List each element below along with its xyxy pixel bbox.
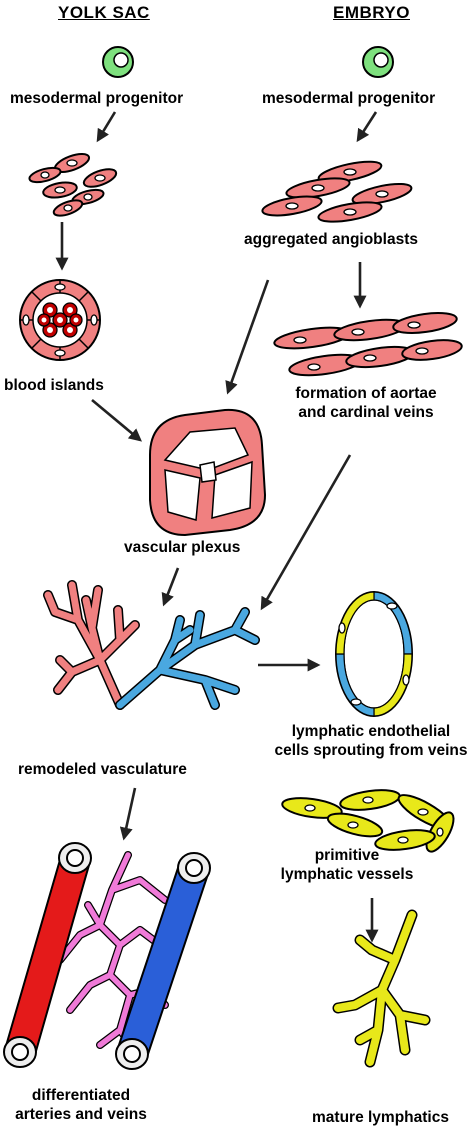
mature-lymphatic-tree — [332, 909, 431, 1068]
primitive-label-line1: primitive — [314, 847, 380, 864]
arrow-aortae-to-remodeled — [260, 454, 352, 611]
differentiated-label-line2: arteries and veins — [15, 1106, 147, 1123]
blood-islands-label: blood islands — [4, 377, 104, 394]
lymphatic-label-line1: lymphatic endothelial — [291, 723, 451, 740]
embryo-header: EMBRYO — [333, 3, 410, 22]
aggregated-angioblasts — [261, 160, 413, 223]
aortae-cords — [273, 312, 463, 377]
primitive-label-line2: lymphatic vessels — [280, 866, 414, 883]
yolk-progenitor-label: mesodermal progenitor — [10, 90, 184, 107]
aggregated-angioblasts-label: aggregated angioblasts — [244, 231, 418, 248]
remodeled-venous-tree — [115, 607, 260, 710]
vascular-plexus-label: vascular plexus — [124, 539, 241, 556]
primitive-lymphatic-vessels — [281, 789, 455, 853]
vein-vessel — [115, 852, 211, 1070]
arrow-embryo-progenitor-to-aggregated — [356, 111, 378, 143]
differentiated-label: differentiated arteries and veins — [0, 1086, 162, 1124]
embryo-progenitor-label: mesodermal progenitor — [262, 90, 436, 107]
mature-lymphatics-label: mature lymphatics — [312, 1109, 449, 1126]
aortae-label-line1: formation of aortae — [295, 385, 437, 402]
yolk-sac-header: YOLK SAC — [58, 3, 150, 22]
lymphatic-sprouting-label: lymphatic endothelial cells sprouting fr… — [268, 722, 474, 760]
lymphatic-sprouting-ring — [335, 591, 413, 717]
primitive-lymphatic-label: primitive lymphatic vessels — [272, 846, 422, 884]
remodeled-arterial-tree — [43, 580, 140, 710]
yolk-angioblast-cluster — [28, 152, 118, 217]
lymphatic-label-line2: cells sprouting from veins — [274, 742, 468, 759]
artery-vessel — [3, 842, 92, 1068]
blood-island — [19, 279, 101, 361]
differentiated-label-line1: differentiated — [31, 1087, 131, 1104]
arrow-remodeled-to-differentiated — [119, 787, 137, 841]
aortae-label: formation of aortae and cardinal veins — [286, 384, 446, 422]
arrow-yolk-progenitor-to-angioblasts — [96, 111, 117, 143]
yolk-progenitor-cell — [102, 46, 134, 78]
arrow-blood-islands-to-plexus — [91, 399, 142, 442]
remodeled-vasculature-label: remodeled vasculature — [18, 761, 187, 778]
embryo-progenitor-cell — [362, 46, 394, 78]
arrow-plexus-to-remodeled — [161, 567, 180, 607]
arrow-aggregated-to-plexus — [225, 279, 270, 395]
vascular-plexus — [149, 408, 267, 537]
aortae-label-line2: and cardinal veins — [298, 404, 434, 421]
